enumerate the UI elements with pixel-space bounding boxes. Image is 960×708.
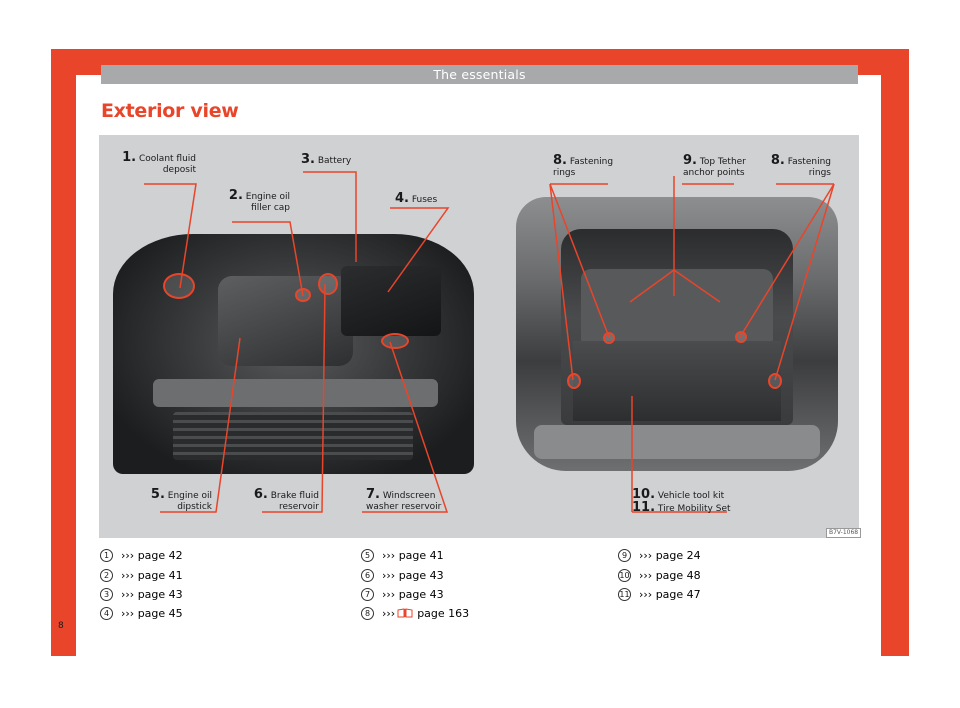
ref-link[interactable]: ››› page 45 — [121, 606, 183, 620]
ref-2[interactable]: 2 ››› page 41 — [100, 568, 183, 582]
ref-link[interactable]: ››› page 43 — [121, 587, 183, 601]
ref-link[interactable]: ››› page 42 — [121, 548, 183, 562]
ref-arrows: ››› — [382, 606, 396, 620]
front-grille — [173, 412, 413, 460]
marker-ring-right-rear — [768, 373, 782, 389]
ref-badge: 2 — [100, 568, 113, 582]
ref-link[interactable]: ››› page 41 — [121, 568, 183, 582]
ref-8[interactable]: 8 ››› page 163 — [361, 606, 469, 620]
ref-badge: 9 — [618, 548, 631, 562]
callout-8-left: 8. Fastening rings — [553, 153, 614, 178]
trunk-floor — [573, 341, 781, 421]
callout-4: 4. Fuses — [395, 191, 438, 206]
ref-10[interactable]: 10 ››› page 48 — [618, 568, 701, 582]
callout-8-right: 8. Fastening rings — [770, 153, 831, 178]
ref-9[interactable]: 9 ››› page 24 — [618, 548, 701, 562]
callout-5: 5. Engine oil dipstick — [150, 487, 212, 512]
ref-7[interactable]: 7 ››› page 43 — [361, 587, 444, 601]
callout-10-11: 10. Vehicle tool kit 11. Tire Mobility S… — [632, 487, 742, 515]
callout-7: 7. Windscreen washer reservoir — [366, 487, 442, 512]
ref-link[interactable]: ››› page 43 — [382, 587, 444, 601]
battery-area — [341, 266, 441, 336]
callout-10: 10. Vehicle tool kit — [632, 487, 725, 502]
page-number: 8 — [58, 621, 64, 631]
ref-badge: 5 — [361, 548, 374, 562]
marker-ring-right-front — [735, 331, 747, 343]
trunk-image — [516, 197, 838, 471]
ref-link[interactable]: ››› page 48 — [639, 568, 701, 582]
marker-ring-left-rear — [567, 373, 581, 389]
ref-badge: 7 — [361, 587, 374, 601]
booklet-icon — [397, 608, 413, 618]
ref-5[interactable]: 5 ››› page 41 — [361, 548, 444, 562]
ref-link[interactable]: ››› page 47 — [639, 587, 701, 601]
marker-coolant — [163, 273, 195, 299]
front-bumper — [153, 379, 438, 407]
ref-badge: 4 — [100, 606, 113, 620]
callout-6: 6. Brake fluid reservoir — [253, 487, 319, 512]
trunk-opening — [561, 229, 793, 425]
ref-badge: 8 — [361, 606, 374, 620]
ref-badge: 1 — [100, 548, 113, 562]
ref-link[interactable]: ››› page 41 — [382, 548, 444, 562]
callout-2: 2. Engine oil filler cap — [228, 188, 290, 213]
figure-code: B7V-1068 — [826, 528, 862, 538]
section-header: The essentials — [101, 65, 858, 84]
marker-brake-fluid — [318, 273, 338, 295]
marker-washer — [381, 333, 409, 349]
callout-3: 3. Battery — [301, 152, 352, 167]
ref-11[interactable]: 11 ››› page 47 — [618, 587, 701, 601]
ref-6[interactable]: 6 ››› page 43 — [361, 568, 444, 582]
ref-3[interactable]: 3 ››› page 43 — [100, 587, 183, 601]
marker-ring-left-front — [603, 332, 615, 344]
callout-11: 11. Tire Mobility Set — [632, 500, 731, 515]
callout-9: 9. Top Tether anchor points — [683, 153, 746, 178]
ref-4[interactable]: 4 ››› page 45 — [100, 606, 183, 620]
ref-badge: 11 — [618, 587, 631, 601]
ref-link[interactable]: page 163 — [417, 606, 470, 620]
ref-badge: 10 — [618, 568, 631, 582]
ref-1[interactable]: 1 ››› page 42 — [100, 548, 183, 562]
rear-bumper — [534, 425, 820, 459]
callout-1: 1. Coolant fluid deposit — [122, 150, 196, 175]
marker-oil-cap — [295, 288, 311, 302]
ref-link[interactable]: ››› page 24 — [639, 548, 701, 562]
ref-badge: 6 — [361, 568, 374, 582]
ref-badge: 3 — [100, 587, 113, 601]
page-title: Exterior view — [101, 100, 239, 122]
ref-link[interactable]: ››› page 43 — [382, 568, 444, 582]
engine-bay-image — [113, 234, 474, 474]
